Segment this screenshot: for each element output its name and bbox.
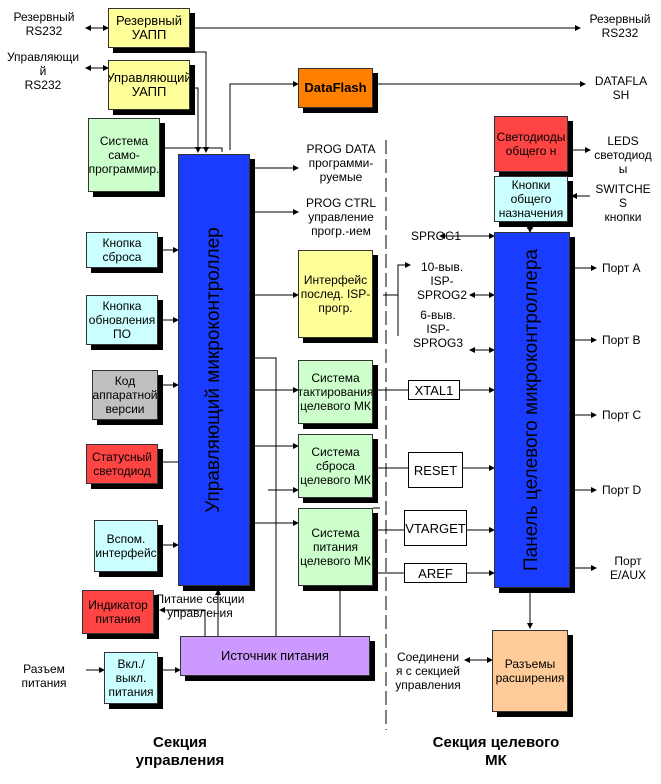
update-button-block: Кнопка обновления ПО <box>86 295 158 345</box>
control-uapp-block: Управляющий УАПП <box>108 60 190 110</box>
port-d-label: Порт D <box>602 483 642 497</box>
self-programming-block: Система само-программир. <box>88 118 160 192</box>
clock-system-block: Система тактирования целевого МК <box>298 360 373 424</box>
sprog3-label: 6-выв. ISP- SPROG3 <box>412 308 463 350</box>
reserve-uapp-block: Резервный УАПП <box>108 8 190 48</box>
power-source-block: Источник питания <box>180 636 370 676</box>
buttons-general-block: Кнопки общего назначения <box>494 176 568 222</box>
xtal1-signal: XTAL1 <box>408 380 460 400</box>
power-indicator-block: Индикатор питания <box>82 590 154 634</box>
leds-general-block: Светодиоды общего н <box>494 116 568 172</box>
switches-right-label: SWITCHE S кнопки <box>595 182 651 224</box>
aref-signal: AREF <box>404 563 467 583</box>
sprog2-label: 10-выв. ISP- SPROG2 <box>416 260 467 302</box>
vtarget-signal: VTARGET <box>404 510 467 546</box>
aux-interface-block: Вспом. интерфейс <box>94 520 158 572</box>
target-section-caption: Секция целевого МК <box>432 734 560 769</box>
target-panel-block: Панель целевого микроконтроллера <box>494 232 570 588</box>
power-system-block: Система питания целевого МК <box>298 508 373 586</box>
control-rs232-left-label: Управляющи й RS232 <box>6 50 80 92</box>
target-panel-title: Панель целевого микроконтроллера <box>521 249 542 571</box>
reserve-rs232-left-label: Резервный RS232 <box>13 10 75 38</box>
reset-signal: RESET <box>408 452 463 488</box>
status-led-block: Статусный светодиод <box>86 444 158 484</box>
reserve-rs232-right-label: Резервный RS232 <box>589 12 651 40</box>
control-mcu-block: Управляющий микроконтроллер <box>178 154 250 586</box>
port-e-label: Порт E/AUX <box>609 554 646 582</box>
prog-data-label: PROG DATA программи- руемые <box>306 142 376 184</box>
port-a-label: Порт A <box>602 261 641 275</box>
port-b-label: Порт B <box>602 333 641 347</box>
leds-right-label: LEDS светодиод ы <box>594 134 652 176</box>
reset-button-block: Кнопка сброса <box>86 232 158 268</box>
sprog1-label: SPROG1 <box>410 229 461 243</box>
hw-version-block: Код аппаратной версии <box>92 370 158 420</box>
expansion-block: Разъемы расширения <box>492 630 568 712</box>
isp-interface-block: Интерфейс послед. ISP-прогр. <box>298 250 373 338</box>
power-connector-label: Разъем питания <box>21 662 67 690</box>
control-mcu-title: Управляющий микроконтроллер <box>203 227 224 513</box>
dataflash-right-label: DATAFLA SH <box>594 74 648 102</box>
dataflash-block: DataFlash <box>298 68 373 108</box>
power-switch-block: Вкл./выкл. питания <box>104 652 158 704</box>
prog-ctrl-label: PROG CTRL управление прогр.-ием <box>305 196 376 238</box>
power-section-label: Питание секции управления <box>155 592 245 620</box>
port-c-label: Порт C <box>602 408 642 422</box>
reset-system-block: Система сброса целевого МК <box>298 434 373 498</box>
control-section-caption: Секция управления <box>135 734 225 769</box>
connection-control-label: Соединени я с секцией управления <box>395 650 461 692</box>
